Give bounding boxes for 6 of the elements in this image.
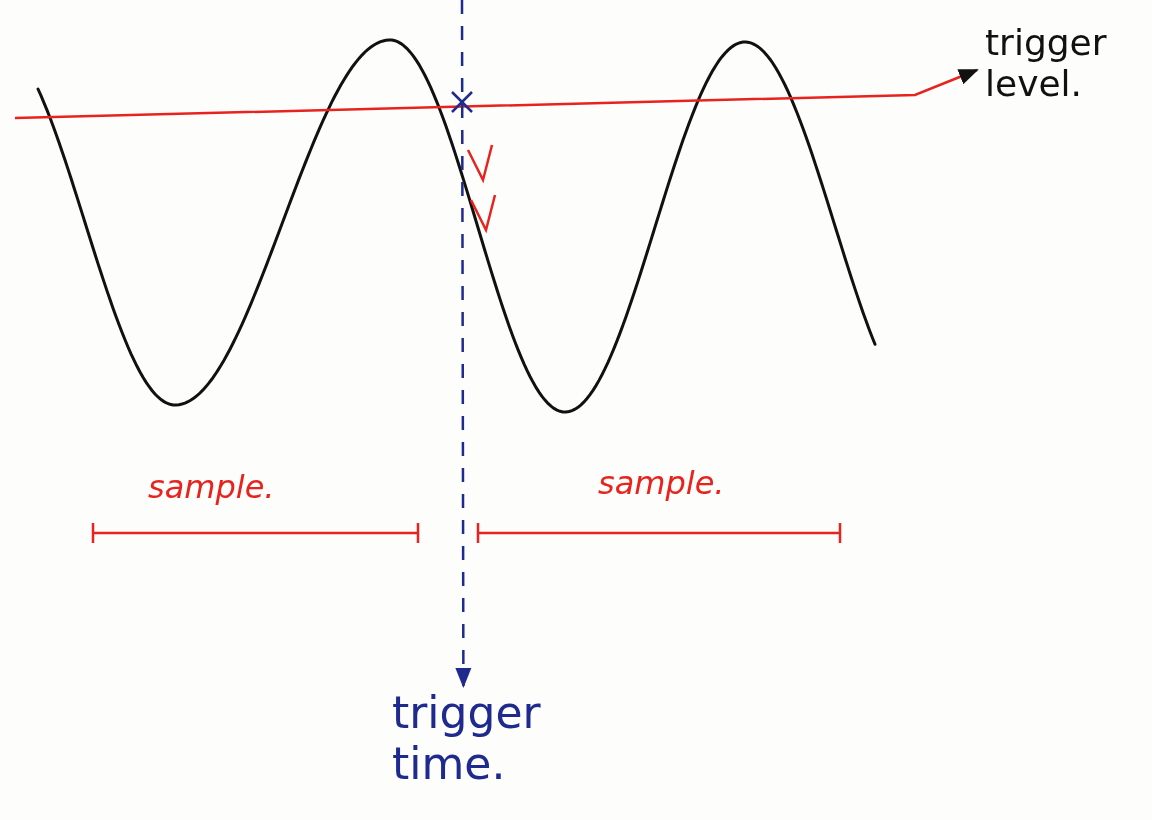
arrow	[455, 0, 472, 688]
annotation-text: trigger level.	[985, 22, 1135, 105]
interval-label: sample.	[598, 464, 725, 502]
interval-label: sample.	[148, 468, 275, 506]
arrow	[14, 68, 979, 120]
annotation-text: trigger time.	[392, 688, 562, 790]
